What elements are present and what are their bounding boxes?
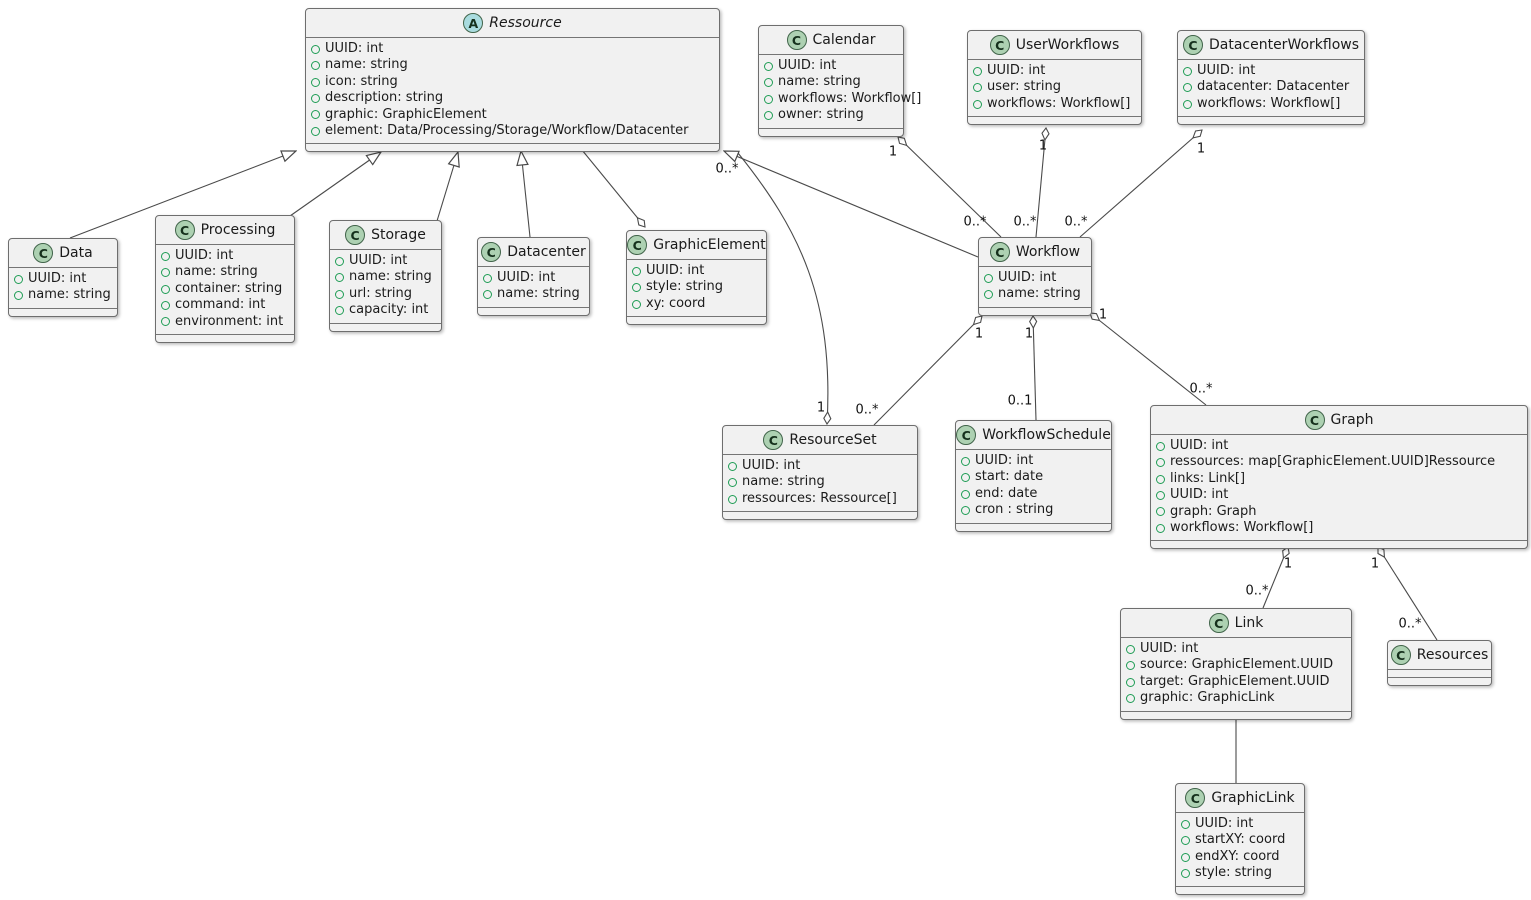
edge-userworkflows-workflow — [1035, 128, 1046, 238]
edge-processing-extends-ressource — [289, 152, 381, 217]
edge-workflow-graph — [1090, 313, 1207, 406]
edge-storage-extends-ressource — [436, 152, 458, 222]
edge-datacenter-extends-ressource — [521, 151, 531, 238]
edge-graph-resources — [1378, 547, 1438, 641]
edge-ressource-graphicelement — [581, 149, 645, 227]
edge-workflow-extends-ressource — [724, 151, 979, 258]
edge-datacenterworkflows-workflow — [1079, 130, 1202, 238]
edge-workflow-workflowschedule — [1033, 316, 1036, 421]
edge-calendar-workflow — [898, 137, 1002, 238]
edge-resourceset-ressource — [737, 152, 828, 424]
edge-workflow-resourceset — [873, 316, 982, 426]
edge-graph-link — [1262, 547, 1288, 609]
edge-data-extends-ressource — [69, 151, 296, 239]
